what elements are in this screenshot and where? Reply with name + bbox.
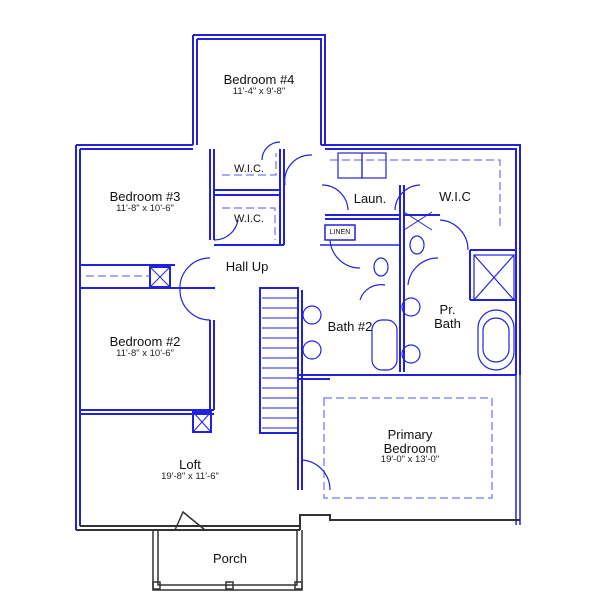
room-name-line1: Primary bbox=[387, 427, 433, 442]
room-dimensions: 19'-8" x 11'-6" bbox=[161, 470, 219, 482]
room-dimensions: 11'-8" x 10'-6" bbox=[116, 202, 174, 214]
room-label-bath2: Bath #2 bbox=[327, 319, 373, 334]
room-name: Bedroom #2 bbox=[109, 334, 181, 349]
room-name-line2: Bedroom bbox=[383, 440, 437, 456]
room-dimensions: 11'-4" x 9'-8" bbox=[232, 85, 286, 97]
room-label-porch: Porch bbox=[213, 551, 247, 566]
room-label-bedroom4: Bedroom #4 11'-4" x 9'-8" bbox=[193, 73, 325, 97]
room-name: Loft bbox=[179, 457, 201, 472]
room-name-line1: Pr. bbox=[439, 302, 456, 317]
room-label-laundry: Laun. bbox=[353, 191, 387, 206]
room-label-bedroom3: Bedroom #3 11'-8" x 10'-6" bbox=[80, 190, 210, 214]
room-dimensions: 11'-8" x 10'-6" bbox=[116, 347, 174, 359]
room-label-bedroom2: Bedroom #2 11'-8" x 10'-6" bbox=[80, 335, 210, 359]
room-label-primary-bedroom: Primary Bedroom 19'-0" x 13'-0" bbox=[340, 428, 480, 465]
room-name: Bedroom #3 bbox=[109, 189, 181, 204]
room-label-bedroom4-wic: W.I.C. bbox=[234, 163, 264, 175]
room-name-line2: Bath bbox=[434, 315, 461, 331]
room-label-primary-wic: W.I.C bbox=[439, 189, 471, 204]
room-label-primary-bath: Pr. Bath bbox=[425, 303, 470, 330]
room-dimensions: 19'-0" x 13'-0" bbox=[380, 454, 440, 466]
room-label-bedroom3-wic: W.I.C. bbox=[234, 213, 264, 225]
room-label-loft: Loft 19'-8" x 11'-6" bbox=[110, 458, 270, 482]
room-name: Bedroom #4 bbox=[223, 72, 295, 87]
room-label-hall: Hall Up bbox=[225, 259, 269, 274]
room-label-linen: LINEN bbox=[329, 229, 351, 236]
